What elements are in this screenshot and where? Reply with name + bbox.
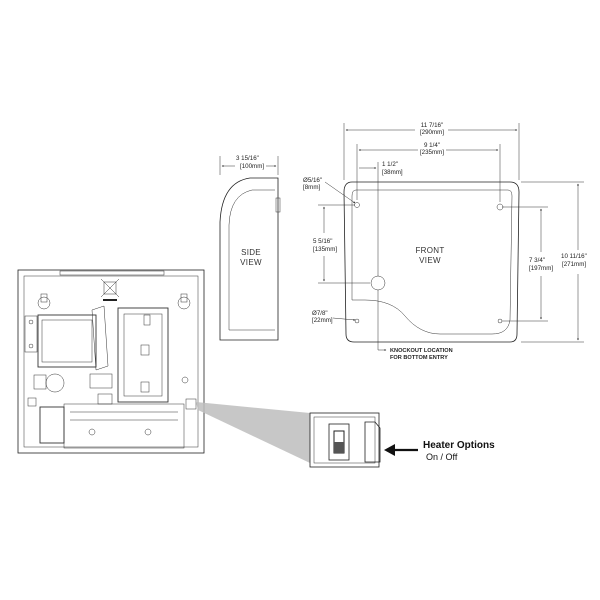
mount-hole-bottom-right (497, 318, 503, 324)
knockout-note-2: FOR BOTTOM ENTRY (390, 355, 448, 361)
sensor-module (97, 393, 113, 405)
front-view-outline (343, 181, 520, 343)
mount-hole-top-left (354, 202, 360, 208)
detail-inner-frame (313, 416, 376, 464)
front-view-panel-curve (351, 189, 513, 335)
keyhole-left-slot (40, 293, 48, 303)
air-outlet-left (39, 406, 65, 444)
interior-view (17, 269, 205, 454)
ground-screw (181, 376, 189, 384)
top-hole-leader (324, 181, 356, 204)
bottom-hole-leader (332, 317, 356, 321)
weee-bin-icon (100, 278, 120, 301)
callout-arrow-icon (384, 444, 395, 456)
top-hole-dia-mm: [8mm] (303, 184, 320, 191)
overall-width-in: 11 7/16" (421, 122, 443, 129)
top-hole-dia-in: Ø5/16" (303, 177, 322, 184)
switch-bezel (328, 423, 350, 461)
shroud-screw-right (144, 428, 152, 436)
control-board (89, 373, 113, 389)
keyhole-right (177, 296, 191, 310)
motor-assembly (37, 314, 97, 368)
side-view-label-1: SIDE (241, 248, 261, 257)
front-view: FRONT VIEW 11 7/16" [290mm] 9 1/4" [235m… (303, 122, 587, 361)
knockout-hole (370, 275, 386, 291)
air-outlet-shroud (63, 403, 185, 449)
hole-spacing-mm: [235mm] (420, 149, 444, 156)
heater-screw-top (143, 314, 151, 326)
overall-width-mm: [290mm] (420, 129, 444, 136)
interior-housing-outline (17, 269, 205, 454)
knockout-note-1: KNOCKOUT LOCATION (390, 348, 453, 354)
heater-options-title: Heater Options (423, 440, 495, 451)
hole-vertical-mm: [197mm] (529, 265, 553, 272)
motor-clamp (91, 305, 109, 371)
terminal-block (33, 374, 47, 390)
keyhole-right-slot (180, 293, 188, 303)
hole-spacing-in: 9 1/4" (424, 142, 440, 149)
lower-left-clip (27, 397, 37, 407)
bottom-hole-dia-mm: [22mm] (312, 317, 333, 324)
left-height-in: 5 5/16" (313, 238, 332, 245)
mount-hole-bottom-left (354, 318, 360, 324)
motor-side-bracket (24, 315, 38, 353)
bracket-screw-bottom (28, 343, 34, 349)
front-view-label-2: VIEW (419, 256, 441, 265)
heater-terminal-bottom (140, 381, 150, 393)
interior-top-strip (59, 270, 165, 276)
keyhole-left (37, 296, 51, 310)
detail-frame (309, 412, 380, 468)
side-view: 3 15/16" [100mm] SIDE VIEW (219, 155, 281, 341)
side-width-in: 3 15/16" (236, 155, 259, 162)
overall-height-in: 10 11/16" (561, 253, 587, 260)
detail-housing-edge (364, 421, 381, 463)
knockout-offset-mm: [38mm] (382, 169, 403, 176)
side-view-mount-tab (275, 197, 281, 213)
heater-switch-location (185, 398, 197, 410)
front-view-label-1: FRONT (415, 246, 444, 255)
callout-beam (196, 402, 310, 463)
capacitor (45, 373, 65, 393)
bottom-hole-dia-in: Ø7/8" (312, 310, 328, 317)
motor-inner (41, 319, 93, 363)
hole-vertical-in: 7 3/4" (529, 257, 545, 264)
side-view-label-2: VIEW (240, 258, 262, 267)
heater-options-callout: Heater Options On / Off (384, 440, 495, 462)
overall-height-mm: [271mm] (562, 261, 586, 268)
side-view-inner-line (228, 189, 275, 331)
bracket-screw-top (28, 319, 34, 325)
side-width-mm: [100mm] (240, 163, 264, 170)
heater-options-subtitle: On / Off (426, 452, 458, 462)
heater-switch-detail (309, 412, 381, 468)
heater-terminal-top (140, 344, 150, 356)
left-height-mm: [135mm] (313, 246, 337, 253)
interior-inner-border (23, 275, 199, 448)
side-view-outline (219, 177, 279, 341)
rocker-switch-pressed-half (334, 442, 344, 453)
knockout-offset-in: 1 1/2" (382, 161, 398, 168)
heater-housing-inner (123, 313, 163, 397)
shroud-screw-left (88, 428, 96, 436)
